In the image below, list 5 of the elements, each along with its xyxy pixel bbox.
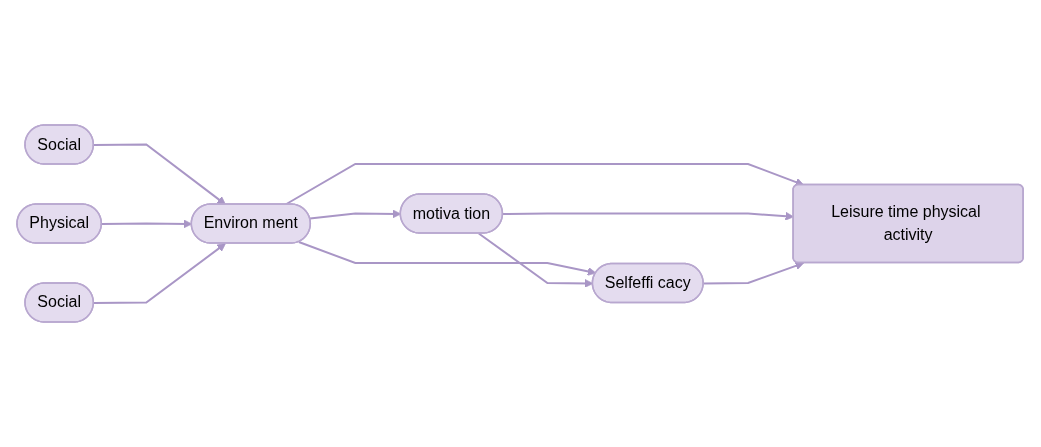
arrow [285,163,805,206]
arrow [93,143,227,205]
arrow [93,243,227,304]
arrow [703,261,805,285]
arrow [298,240,597,276]
